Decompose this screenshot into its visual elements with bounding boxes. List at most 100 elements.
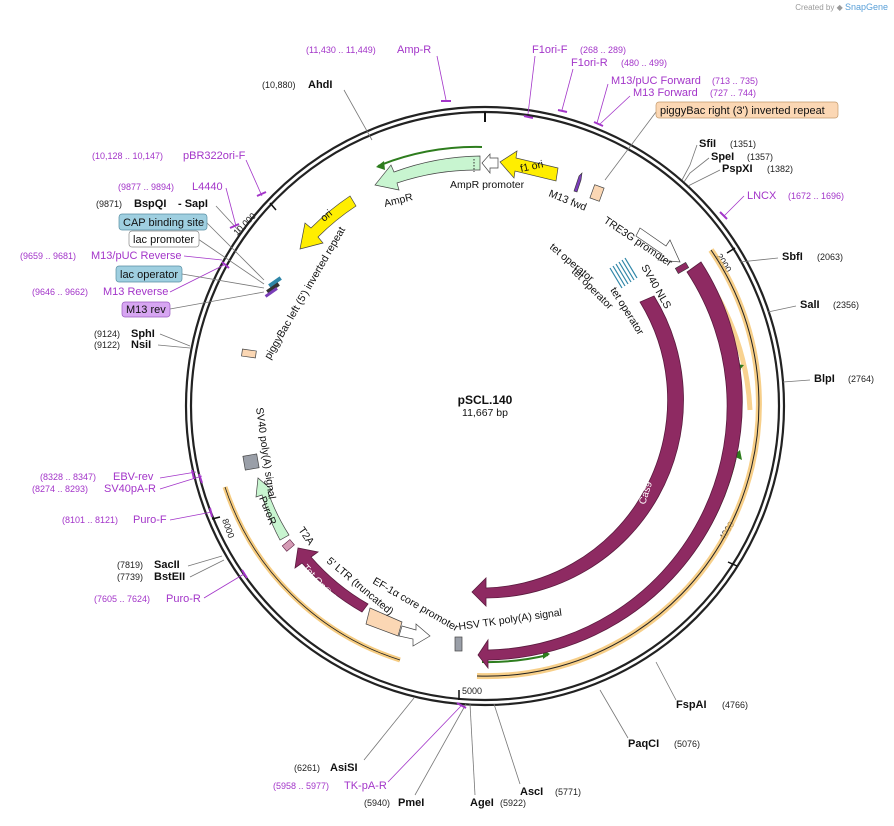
svg-text:(480 .. 499): (480 .. 499)	[621, 58, 667, 68]
svg-text:(7739): (7739)	[117, 572, 143, 582]
primer-l4440[interactable]: (9877 .. 9894) L4440	[118, 181, 240, 229]
svg-text:(4766): (4766)	[722, 700, 748, 710]
enzyme-sphi[interactable]: (9124) SphI	[94, 328, 191, 347]
svg-text:M13 Reverse: M13 Reverse	[103, 286, 168, 298]
ori-arrow	[299, 195, 357, 250]
enzyme-sali[interactable]: SalI (2356)	[767, 299, 859, 313]
label-f1-ori: f1 ori	[519, 158, 544, 175]
lac-operator-label[interactable]: lac operator	[115, 265, 265, 289]
scale-tick-5000: 5000	[458, 686, 482, 700]
scale-tick-10000: 10,000	[231, 202, 277, 237]
primer-m13-puc-forward[interactable]: M13/pUC Forward (713 .. 735)	[596, 75, 758, 124]
svg-text:AgeI: AgeI	[470, 797, 494, 809]
svg-text:SfiI: SfiI	[699, 138, 716, 150]
m13-rev-label[interactable]: M13 rev	[121, 291, 265, 318]
primer-lncx[interactable]: LNCX (1672 .. 1696)	[719, 190, 844, 220]
svg-text:(5958 .. 5977): (5958 .. 5977)	[273, 781, 329, 791]
enzyme-sacii[interactable]: (7819) SacII	[117, 555, 223, 571]
svg-text:(2764): (2764)	[848, 374, 874, 384]
piggybac-right-label[interactable]: piggyBac right (3') inverted repeat	[604, 101, 839, 181]
enzyme-asisi[interactable]: (6261) AsiSI	[294, 697, 415, 774]
svg-text:M13/pUC Forward: M13/pUC Forward	[611, 75, 701, 87]
f1-ori-arrow	[499, 150, 559, 182]
enzyme-bsteii[interactable]: (7739) BstEII	[117, 559, 225, 583]
svg-text:SalI: SalI	[800, 299, 820, 311]
puror-arrow	[255, 477, 290, 541]
label-tet-operator-2: tet operator	[607, 285, 646, 337]
enzyme-asci[interactable]: AscI (5771)	[493, 703, 581, 798]
label-tre3g-promoter: TRE3G promoter	[601, 215, 674, 270]
svg-text:SacII: SacII	[154, 559, 180, 571]
primer-pbr322ori-f[interactable]: (10,128 .. 10,147) pBR322ori-F	[92, 150, 267, 197]
primer-puro-r[interactable]: (7605 .. 7624) Puro-R	[94, 569, 248, 605]
primer-ebv-rev[interactable]: (8328 .. 8347) EBV-rev	[40, 469, 197, 483]
cap-binding-site-label[interactable]: CAP binding site	[118, 213, 265, 281]
enzyme-agei[interactable]: AgeI (5922)	[469, 703, 526, 809]
svg-text:(8274 .. 8293): (8274 .. 8293)	[32, 484, 88, 494]
tet-on-3g-arrow	[294, 547, 369, 613]
cas9-arrow-outer	[477, 261, 743, 670]
primer-amp-r[interactable]: (11,430 .. 11,449) Amp-R	[306, 44, 451, 102]
enzyme-pspxi[interactable]: PspXI (1382)	[687, 163, 793, 187]
svg-text:(7819): (7819)	[117, 560, 143, 570]
enzyme-pmei[interactable]: (5940) PmeI	[364, 703, 467, 809]
svg-text:(5076): (5076)	[674, 739, 700, 749]
primer-f1ori-f[interactable]: F1ori-F (268 .. 289)	[523, 44, 626, 119]
svg-text:(2356): (2356)	[833, 300, 859, 310]
tet-operator-marks	[609, 257, 638, 289]
svg-text:(2063): (2063)	[817, 252, 843, 262]
backbone-outer	[184, 105, 786, 707]
label-t2a: T2A	[296, 525, 317, 548]
ampr-promoter-arrow	[481, 153, 499, 174]
svg-text:CAP binding site: CAP binding site	[123, 217, 204, 229]
enzyme-nsii[interactable]: (9122) NsiI	[94, 339, 191, 351]
orf-arrow-head-2	[733, 450, 742, 460]
svg-text:PmeI: PmeI	[398, 797, 424, 809]
ampr-arrow	[374, 155, 481, 191]
svg-text:(1351): (1351)	[730, 139, 756, 149]
primer-tk-pa-r[interactable]: (5958 .. 5977) TK-pA-R	[273, 702, 467, 792]
enzyme-sbfi[interactable]: SbfI (2063)	[739, 251, 843, 263]
svg-text:(10,880): (10,880)	[262, 80, 296, 90]
svg-text:(9877 .. 9894): (9877 .. 9894)	[118, 182, 174, 192]
enzyme-bspqi[interactable]: (9871) BspQI - SapI	[96, 198, 241, 233]
svg-text:SphI: SphI	[131, 328, 155, 340]
svg-text:lac promoter: lac promoter	[133, 234, 194, 246]
lac-promoter-label[interactable]: lac promoter	[128, 230, 265, 285]
svg-text:(268 .. 289): (268 .. 289)	[580, 45, 626, 55]
cas9-arrow-inner	[471, 295, 684, 607]
enzyme-fspai[interactable]: FspAI (4766)	[655, 661, 748, 711]
svg-text:(7605 .. 7624): (7605 .. 7624)	[94, 594, 150, 604]
label-hsv-tk-polya: HSV TK poly(A) signal	[458, 607, 563, 633]
svg-text:SbfI: SbfI	[782, 251, 803, 263]
svg-text:Puro-F: Puro-F	[133, 514, 167, 526]
svg-text:(727 .. 744): (727 .. 744)	[710, 88, 756, 98]
piggybac-left-box	[241, 348, 257, 359]
svg-text:TK-pA-R: TK-pA-R	[344, 780, 387, 792]
plasmid-size: 11,667 bp	[462, 407, 508, 419]
primer-m13-reverse[interactable]: (9646 .. 9662) M13 Reverse	[32, 261, 230, 298]
orf-arc-puro-line	[224, 486, 401, 661]
enzyme-spei[interactable]: SpeI (1357)	[683, 151, 773, 183]
enzyme-sfii[interactable]: SfiI (1351)	[681, 138, 756, 181]
primer-f1ori-r[interactable]: F1ori-R (480 .. 499)	[557, 57, 667, 113]
svg-text:EBV-rev: EBV-rev	[113, 471, 154, 483]
svg-text:AhdI: AhdI	[308, 79, 332, 91]
enzyme-ahdi[interactable]: (10,880) AhdI	[262, 79, 373, 141]
primer-puro-f[interactable]: (8101 .. 8121) Puro-F	[62, 507, 213, 526]
enzyme-blpi[interactable]: BlpI (2764)	[782, 373, 874, 385]
sv40-polya-box	[242, 453, 260, 471]
snapgene-logo-icon: ◆	[836, 3, 843, 12]
svg-text:M13/pUC Reverse: M13/pUC Reverse	[91, 250, 181, 262]
piggybac-right-box	[589, 184, 605, 202]
svg-text:(1672 .. 1696): (1672 .. 1696)	[788, 191, 844, 201]
primer-sv40pa-r[interactable]: (8274 .. 8293) SV40pA-R	[32, 473, 203, 495]
svg-text:M13 rev: M13 rev	[126, 304, 166, 316]
primer-m13-puc-reverse[interactable]: (9659 .. 9681) M13/pUC Reverse	[20, 250, 223, 262]
svg-text:(713 .. 735): (713 .. 735)	[712, 76, 758, 86]
svg-text:(5922): (5922)	[500, 798, 526, 808]
enzyme-paqci[interactable]: PaqCI (5076)	[599, 689, 700, 750]
svg-text:PaqCI: PaqCI	[628, 738, 659, 750]
primer-m13-forward[interactable]: M13 Forward (727 .. 744)	[593, 87, 756, 127]
svg-text:(9124): (9124)	[94, 329, 120, 339]
